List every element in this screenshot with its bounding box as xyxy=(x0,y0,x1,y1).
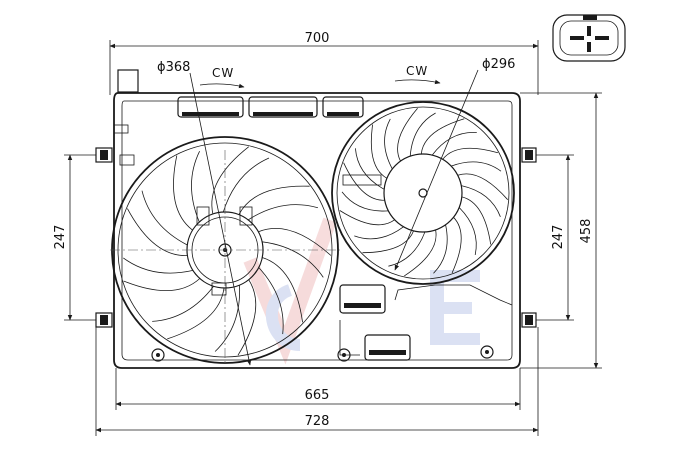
dim-total-width: 728 xyxy=(305,414,330,429)
left-fan-rotation: CW xyxy=(212,66,234,80)
fan-blade xyxy=(404,229,437,277)
fan-blade xyxy=(238,185,310,215)
left-fan-diameter: ϕ368 xyxy=(157,60,190,75)
fan-blade-edge xyxy=(191,151,200,223)
fan-blade xyxy=(211,146,250,215)
right-fan xyxy=(331,101,515,285)
right-fan-rotation: CW xyxy=(406,64,428,78)
fan-blade-edge xyxy=(355,148,385,190)
connector-detail xyxy=(552,14,626,62)
fan-blade-edge xyxy=(262,241,324,278)
dimension-lines xyxy=(64,40,602,436)
fan-blade-edge xyxy=(433,224,448,274)
dim-top-width: 700 xyxy=(305,31,330,46)
fan-blade xyxy=(362,230,414,254)
fan-blade-edge xyxy=(258,267,284,335)
fan-blade-edge xyxy=(152,285,214,322)
fan-blade xyxy=(461,196,492,245)
fan-blade-edge xyxy=(214,285,240,352)
fan-blade-edge xyxy=(458,207,477,255)
fan-blade xyxy=(370,124,388,179)
dim-inner-width: 665 xyxy=(305,388,330,403)
fan-blade-edge xyxy=(141,190,188,246)
dim-mount-right: 247 xyxy=(551,225,566,250)
fan-blade-edge xyxy=(341,191,389,212)
fan-blade-edge xyxy=(354,226,404,240)
fan-blade xyxy=(339,210,395,226)
fan-blade xyxy=(167,287,225,340)
fan-blade-edge xyxy=(461,185,501,217)
fan-blade xyxy=(397,107,418,162)
dim-height-right: 458 xyxy=(579,219,594,244)
fan-blade xyxy=(262,257,303,323)
fan-blade-edge xyxy=(247,204,319,221)
fan-blade xyxy=(258,228,332,256)
fan-blade-edge xyxy=(451,161,502,172)
fan-blade xyxy=(237,279,257,356)
fan-blade xyxy=(343,162,385,201)
fan-blade-edge xyxy=(384,118,393,170)
fan-blade-edge xyxy=(222,157,270,213)
fan-blade xyxy=(173,155,193,231)
dim-mount-left: 247 xyxy=(53,225,68,250)
fan-blade-edge xyxy=(388,231,426,267)
fan-blade-edge xyxy=(409,112,436,157)
fan-blade-edge xyxy=(431,132,477,156)
fan-blade xyxy=(457,173,509,200)
fan-blade-edge xyxy=(123,257,194,274)
fan-blade xyxy=(451,217,462,274)
fan-blade xyxy=(127,208,188,257)
fan-blade xyxy=(442,147,499,160)
fan-blade xyxy=(123,278,201,292)
right-fan-diameter: ϕ296 xyxy=(482,57,515,72)
left-fan xyxy=(110,136,340,365)
fan-blade xyxy=(420,118,465,155)
shroud-frame xyxy=(95,69,537,369)
